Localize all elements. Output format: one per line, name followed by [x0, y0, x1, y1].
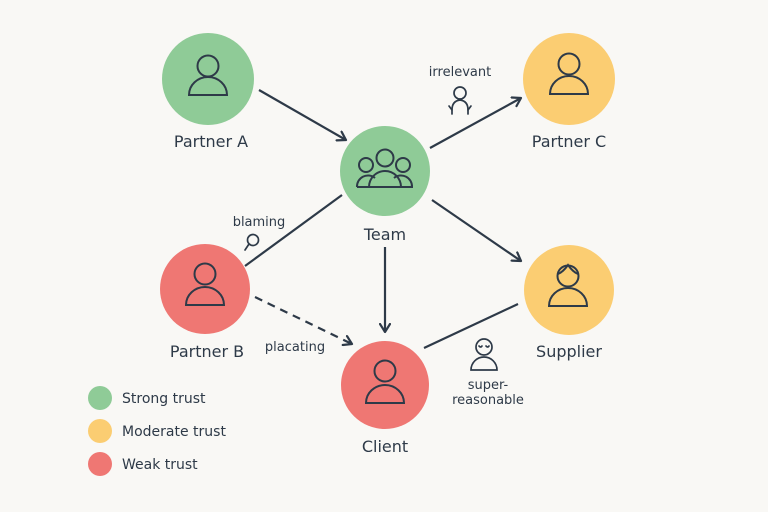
node-partner-a[interactable]: Partner A [162, 33, 254, 151]
legend-label: Moderate trust [122, 424, 226, 440]
group-icon [355, 148, 414, 188]
trust-circle [523, 33, 615, 125]
edge-team-partner-b [244, 194, 343, 267]
legend: Strong trust Moderate trust Weak trust [88, 386, 226, 476]
annotation-text-line1: super- [468, 378, 509, 393]
legend-item-strong: Strong trust [88, 386, 206, 410]
legend-label: Weak trust [122, 457, 198, 473]
legend-swatch [88, 452, 112, 476]
edge-team-supplier [431, 199, 521, 261]
node-label: Team [363, 225, 406, 244]
trust-circle [524, 245, 614, 335]
node-label: Client [362, 437, 408, 456]
trust-circle [160, 244, 250, 334]
annotation-text: irrelevant [429, 65, 491, 80]
node-label: Partner B [170, 342, 244, 361]
pointing-finger-icon [244, 233, 260, 251]
trust-circle [162, 33, 254, 125]
annotation-blaming: blaming [233, 215, 286, 251]
node-client[interactable]: Client [341, 341, 429, 456]
annotation-text: placating [265, 340, 325, 355]
annotation-text-line2: reasonable [452, 393, 524, 408]
legend-item-moderate: Moderate trust [88, 419, 226, 443]
person-icon [187, 54, 229, 96]
node-team[interactable]: Team [340, 126, 430, 244]
person-icon [548, 52, 590, 95]
person-with-hair-icon [547, 263, 589, 307]
annotation-irrelevant: irrelevant [429, 65, 491, 115]
legend-item-weak: Weak trust [88, 452, 198, 476]
annotation-placating: placating [265, 340, 325, 355]
node-label: Partner C [532, 132, 606, 151]
edge-partner-a-team [258, 89, 346, 140]
flailing-person-icon [448, 86, 472, 115]
person-icon [364, 359, 406, 404]
legend-swatch [88, 419, 112, 443]
person-icon [184, 262, 226, 306]
node-label: Partner A [174, 132, 248, 151]
edge-team-partner-c [429, 98, 521, 149]
annotation-text: blaming [233, 215, 286, 230]
edges [244, 89, 521, 349]
node-supplier[interactable]: Supplier [524, 245, 614, 361]
legend-label: Strong trust [122, 391, 206, 407]
edge-partner-b-client [254, 296, 352, 344]
legend-swatch [88, 386, 112, 410]
node-label: Supplier [536, 342, 602, 361]
calm-person-icon [470, 338, 498, 371]
node-partner-c[interactable]: Partner C [523, 33, 615, 151]
edge-supplier-client [423, 303, 519, 349]
node-partner-b[interactable]: Partner B [160, 244, 250, 361]
annotation-super-reasonable: super- reasonable [452, 338, 524, 408]
